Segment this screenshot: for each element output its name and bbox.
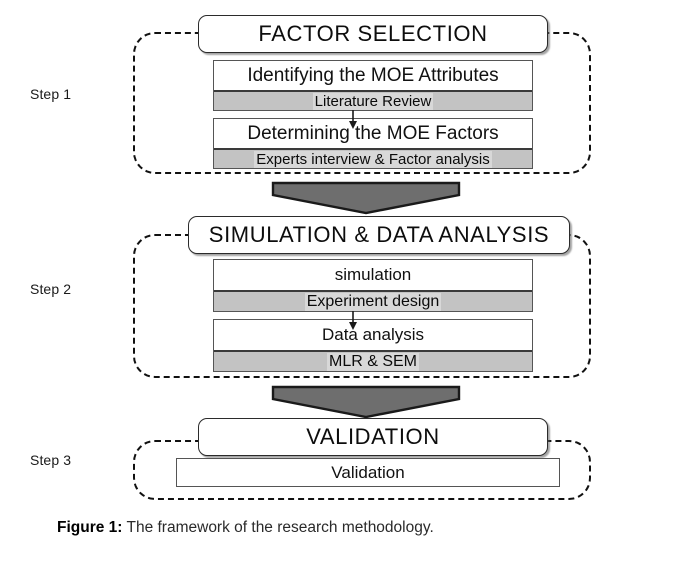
task-method-label: MLR & SEM bbox=[326, 352, 419, 371]
arrow-down-icon-step1 bbox=[349, 110, 357, 129]
task-method: Literature Review bbox=[214, 90, 532, 110]
task-block-simulation[interactable]: simulation Experiment design bbox=[213, 259, 533, 312]
figure-caption-text: The framework of the research methodolog… bbox=[126, 519, 434, 536]
task-title: Validation bbox=[331, 462, 405, 482]
stage-header-label: FACTOR SELECTION bbox=[258, 21, 488, 46]
task-block-validation[interactable]: Validation bbox=[176, 458, 560, 487]
chevron-down-arrow-icon-step1-to-step2 bbox=[271, 181, 461, 215]
stage-header-label: VALIDATION bbox=[306, 424, 440, 449]
arrow-down-icon-step2 bbox=[349, 311, 357, 330]
task-method: MLR & SEM bbox=[214, 350, 532, 371]
chevron-down-arrow-icon-step2-to-step3 bbox=[271, 385, 461, 419]
task-method: Experts interview & Factor analysis bbox=[214, 148, 532, 168]
task-block-data-analysis[interactable]: Data analysis MLR & SEM bbox=[213, 319, 533, 372]
task-title: Determining the MOE Factors bbox=[214, 119, 532, 148]
task-title: Data analysis bbox=[214, 320, 532, 350]
task-block-determining-moe-factors[interactable]: Determining the MOE Factors Experts inte… bbox=[213, 118, 533, 169]
figure-caption: Figure 1: The framework of the research … bbox=[57, 519, 434, 537]
task-block-identifying-moe-attributes[interactable]: Identifying the MOE Attributes Literatur… bbox=[213, 60, 533, 111]
step-label-2: Step 2 bbox=[30, 281, 72, 297]
stage-header-label: SIMULATION & DATA ANALYSIS bbox=[208, 222, 550, 247]
task-method-label: Experts interview & Factor analysis bbox=[254, 150, 492, 168]
stage-header-factor-selection[interactable]: FACTOR SELECTION bbox=[198, 15, 548, 53]
step-label-1: Step 1 bbox=[30, 86, 72, 102]
task-method: Experiment design bbox=[214, 290, 532, 311]
figure-caption-label: Figure 1: bbox=[57, 519, 123, 536]
task-title: Identifying the MOE Attributes bbox=[214, 61, 532, 90]
stage-header-simulation-data-analysis[interactable]: SIMULATION & DATA ANALYSIS bbox=[188, 216, 570, 254]
step-label-3: Step 3 bbox=[30, 452, 72, 468]
task-method-label: Experiment design bbox=[304, 292, 442, 311]
stage-header-validation[interactable]: VALIDATION bbox=[198, 418, 548, 456]
task-title: simulation bbox=[214, 260, 532, 290]
task-method-label: Literature Review bbox=[312, 92, 434, 110]
